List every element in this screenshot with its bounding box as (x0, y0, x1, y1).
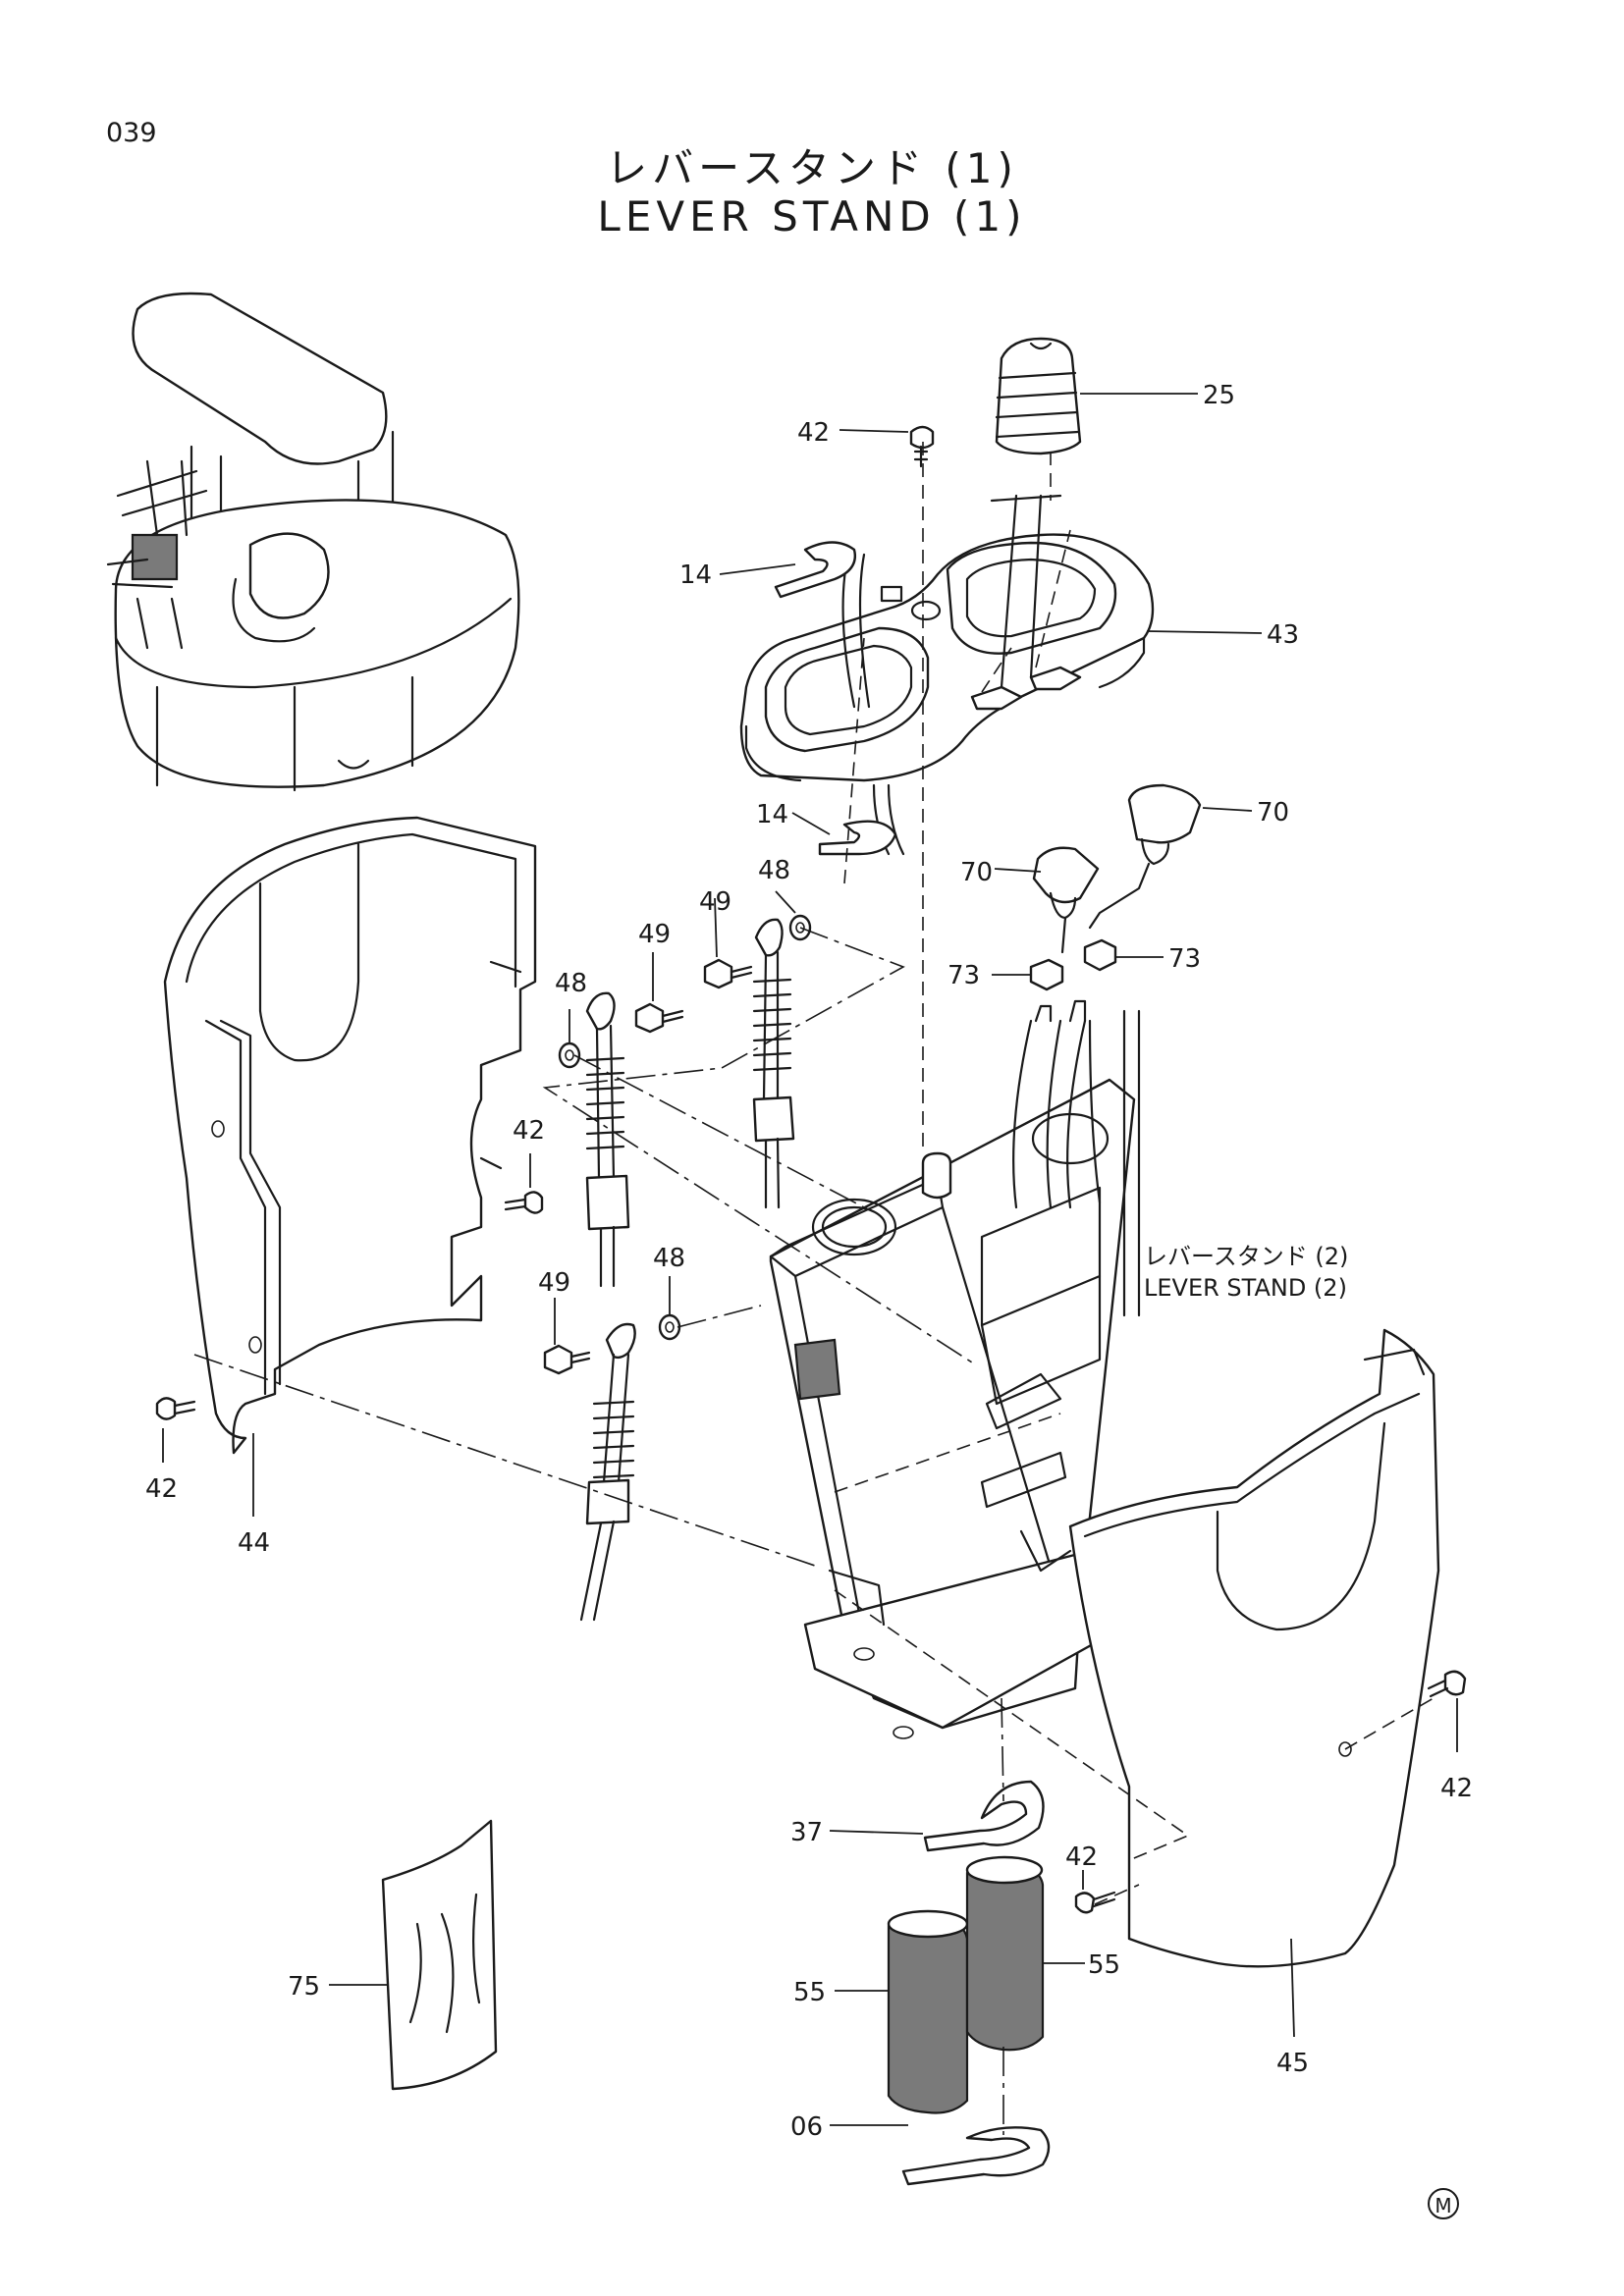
callout-48-mid: 48 (555, 969, 587, 998)
grommet-55 (887, 1855, 1045, 2114)
cross-reference-japanese: レバースタンド (2) (1144, 1243, 1348, 1270)
callout-70-right: 70 (1257, 798, 1289, 828)
bolt-42 (155, 1191, 1467, 1914)
bag-75 (381, 1819, 498, 2091)
machine-overview-inset (106, 292, 520, 792)
right-cover-45 (1068, 1328, 1440, 1968)
cross-reference-english: LEVER STAND (2) (1144, 1274, 1347, 1302)
corner-mark-letter: M (1435, 2194, 1451, 2217)
knob-70 (1032, 783, 1202, 954)
bolt-49 (543, 958, 753, 1375)
callout-06: 06 (790, 2112, 823, 2142)
lever-stand-body (769, 999, 1141, 1739)
cable-tie-06 (901, 2126, 1051, 2186)
page-number: 039 (106, 118, 157, 148)
callout-44: 44 (238, 1528, 270, 1558)
cable-tie-14 (774, 541, 897, 856)
cable-tie-37 (923, 1780, 1045, 1852)
hidden-and-center-lines (193, 442, 1435, 2135)
callout-42-left: 42 (145, 1474, 178, 1504)
cable-assembly (579, 918, 795, 1622)
callout-48-upper: 48 (758, 856, 790, 885)
callout-37: 37 (790, 1818, 823, 1847)
leader-lines (162, 393, 1458, 2126)
callout-49-lower: 49 (538, 1268, 570, 1298)
callout-25: 25 (1203, 381, 1235, 410)
callout-42-right: 42 (1440, 1774, 1473, 1803)
callout-49-mid: 49 (638, 920, 671, 949)
callout-labels: 25 42 14 43 14 70 70 48 49 49 48 73 73 4… (145, 381, 1473, 2142)
callout-73-left: 73 (947, 961, 980, 990)
callout-55-right: 55 (1088, 1950, 1120, 1980)
callout-14-top: 14 (679, 561, 712, 590)
callout-42-top: 42 (797, 418, 830, 448)
callout-42-mid: 42 (513, 1116, 545, 1146)
callout-70-left: 70 (960, 858, 993, 887)
top-panel-43 (739, 337, 1155, 856)
nut-73 (1029, 938, 1117, 991)
callout-14-mid: 14 (756, 800, 788, 829)
callout-45: 45 (1276, 2049, 1309, 2078)
page-title-english: LEVER STAND (1) (597, 192, 1027, 240)
callout-42-bottom: 42 (1065, 1842, 1098, 1872)
callout-43: 43 (1267, 620, 1299, 650)
callout-55-left: 55 (793, 1978, 826, 2007)
left-cover-44 (163, 816, 537, 1455)
circled-m-mark: M (1428, 2188, 1459, 2219)
callout-49-upper: 49 (699, 887, 731, 917)
callout-48-lower: 48 (653, 1244, 685, 1273)
page-title-japanese: レバースタンド (1) (606, 144, 1018, 192)
callout-73-right: 73 (1168, 944, 1201, 974)
callout-75: 75 (288, 1972, 320, 2002)
